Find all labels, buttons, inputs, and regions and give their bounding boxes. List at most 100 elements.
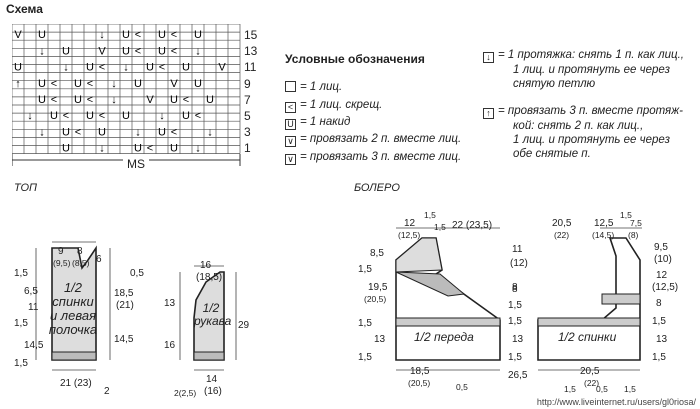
chart-stitch-symbol: < [99,62,105,74]
chart-stitch-symbol: U [158,126,166,138]
chart-stitch-symbol: < [135,29,141,41]
dim-label: 0,5 [456,382,468,392]
dim-label: 20,5 [552,218,572,229]
dim-label: 16 [200,260,212,271]
chart-stitch-symbol: U [50,110,58,122]
chart-stitch-symbol: V [170,78,178,90]
legend-title: Условные обозначения [285,52,425,66]
dim-label: 1,5 [434,222,446,232]
row-number: 9 [244,76,251,91]
dim-label: 12 [404,218,416,229]
chart-stitch-symbol: U [170,143,178,155]
row-number: 11 [244,60,257,75]
dim-label: 26,5 [508,370,528,381]
k2tog-icon: ∨ [285,136,296,147]
chart-stitch-symbol: < [183,94,189,106]
dim-label: 1,5 [508,352,522,363]
chart-stitch-symbol: U [146,62,154,74]
scheme-title: Схема [6,2,43,16]
row-number: 7 [244,92,251,107]
legend-item: ↑= провязать 3 п. вместе протяж- кой: сн… [483,104,683,161]
chart-stitch-symbol: U [86,62,94,74]
dim-label: 9,5 [654,242,668,253]
chart-grid [12,24,241,154]
dim-label: 12,5 [594,218,614,229]
dim-label: 7,5 [630,218,642,228]
top-pattern-diagram [35,241,237,371]
bolero-front-band [395,271,466,297]
legend-item: ↓= 1 протяжка: снять 1 п. как лиц., 1 ли… [483,48,684,91]
legend-item: <= 1 лиц. скрещ. [285,98,382,113]
bolero-front-label: 1/2 переда [414,330,474,344]
chart-stitch-symbol: ↓ [111,94,117,106]
chart-stitch-symbol: ↓ [99,143,105,155]
chart-stitch-symbol: ↓ [135,126,141,138]
chart-stitch-symbol: ↓ [39,126,45,138]
dim-label: (20,5) [364,294,387,304]
chart-stitch-symbol: ↓ [195,143,201,155]
dim-label: 1,5 [358,352,372,363]
dim-label: (22) [584,378,600,388]
dim-label: 11 [28,302,39,313]
chart-stitch-symbol: ↓ [27,110,33,122]
dim-label: 1,5 [424,210,436,220]
dim-label: 2(2,5) [174,388,197,398]
legend-item: U= 1 накид [285,115,350,130]
dim-label: (21) [116,300,134,311]
chart-stitch-symbol: U [122,110,130,122]
repeat-label: MS [123,157,149,171]
chart-stitch-symbol: V [218,62,226,74]
bolero-back-band [601,293,641,305]
row-number: 15 [244,28,258,42]
chart-stitch-symbol: U [182,62,190,74]
dim-label: 18,5 [410,366,430,377]
bolero-section-title: БОЛЕРО [354,182,400,194]
dim-label: 21 (23) [60,378,92,389]
chart-stitch-symbol: U [14,62,22,74]
dim-label: 1,5 [14,358,28,369]
dim-label: 8 [77,246,83,257]
chart-stitch-symbol: ↓ [123,62,129,74]
dim-label: (8) [628,230,639,240]
chart-stitch-symbol: U [194,29,202,41]
chart-stitch-symbol: U [62,45,70,57]
dim-label: (22) [554,230,570,240]
chart-stitch-symbol: U [170,94,178,106]
dim-label: 14,5 [24,340,44,351]
chart-stitch-symbol: U [86,110,94,122]
dim-label: 1,5 [620,210,632,220]
dim-label: 1,5 [652,352,666,363]
bolero-back-hem [537,317,641,327]
dim-label: 1,5 [14,318,28,329]
chart-stitch-symbol: U [206,94,214,106]
dim-label: 1,5 [508,300,522,311]
chart-stitch-symbol: U [62,143,70,155]
chart-stitch-symbol: ↓ [111,78,117,90]
chart-stitch-symbol: U [134,78,142,90]
chart-stitch-symbol: U [62,126,70,138]
legend-item: ∨= провязать 3 п. вместе лиц. [285,150,461,165]
u-yarnover-icon: U [285,119,296,130]
top-body-label: 1/2 спинки и левая полочка [48,280,98,337]
empty-square-icon [285,81,296,92]
chart-stitch-symbol: < [87,94,93,106]
dim-label: 13 [512,334,524,345]
top-section-title: ТОП [14,182,38,194]
dim-label: (9,5) [53,258,71,268]
chart-stitch-symbol: U [38,29,46,41]
chart-stitch-symbol: < [171,29,177,41]
dim-label: 13 [656,334,668,345]
dim-label: 1,5 [508,316,522,327]
chart-stitch-symbol: U [158,29,166,41]
bolero-back-label: 1/2 спинки [558,330,617,344]
chart-stitch-symbol: U [74,78,82,90]
chart-stitch-symbol: < [99,110,105,122]
dim-label: 6,5 [24,286,38,297]
dim-label: (8,5) [72,258,90,268]
dim-label: 29 [238,320,250,331]
dim-label: (10) [654,254,672,265]
chart-stitch-symbol: ↓ [39,45,45,57]
dim-label: 16 [164,340,176,351]
